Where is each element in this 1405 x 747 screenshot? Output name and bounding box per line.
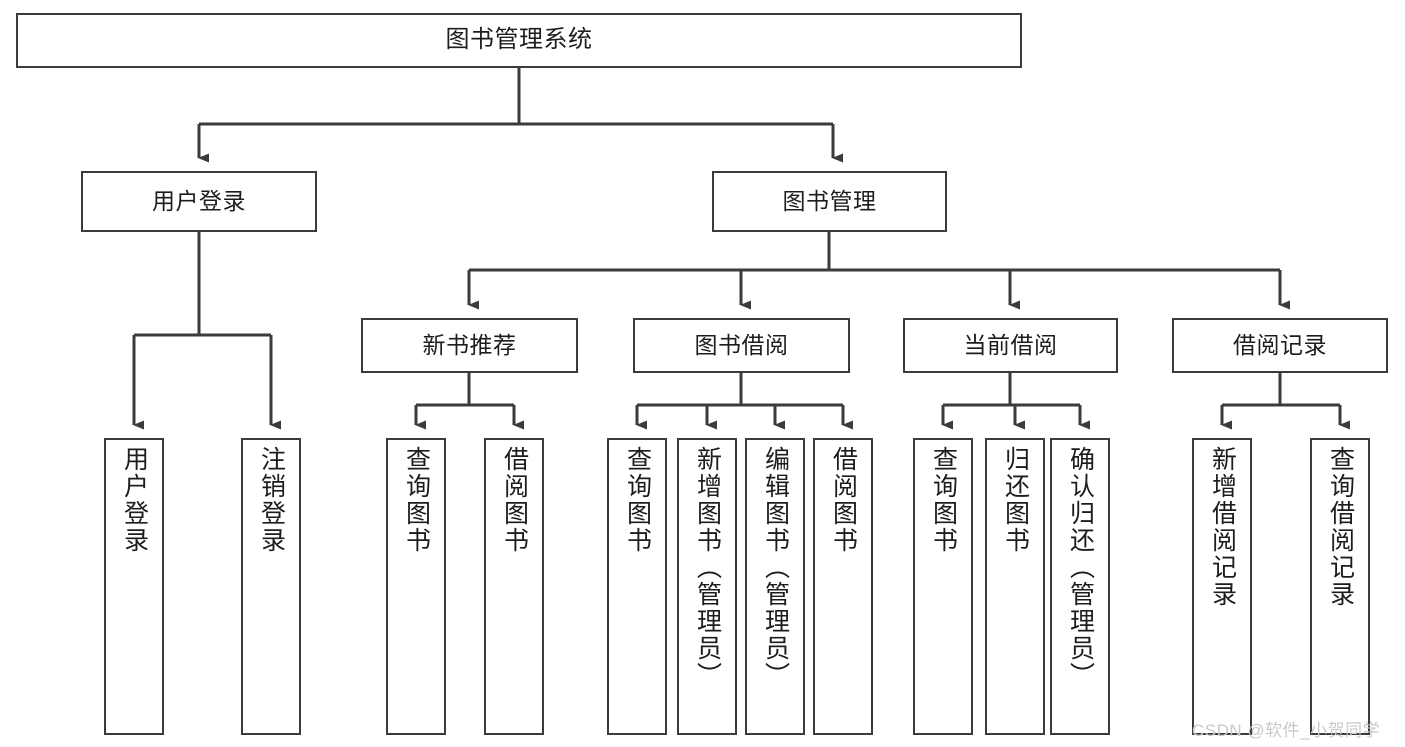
node-book-borrow[interactable]: 图书借阅 xyxy=(633,318,850,373)
node-leaf-query-book-2-label: 查询图书 xyxy=(623,446,652,554)
node-leaf-confirm-return[interactable]: 确认归还（管理员） xyxy=(1050,438,1110,735)
node-leaf-add-book-admin-label: 新增图书（管理员） xyxy=(693,446,722,689)
node-current-borrow[interactable]: 当前借阅 xyxy=(903,318,1118,373)
node-leaf-edit-book-admin[interactable]: 编辑图书（管理员） xyxy=(745,438,805,735)
node-root-label: 图书管理系统 xyxy=(445,26,593,54)
node-leaf-query-record[interactable]: 查询借阅记录 xyxy=(1310,438,1370,735)
node-leaf-query-book-1-label: 查询图书 xyxy=(402,446,431,554)
node-leaf-borrow-book-2-label: 借阅图书 xyxy=(829,446,858,554)
node-leaf-query-book-3-label: 查询图书 xyxy=(929,446,958,554)
node-leaf-query-record-label: 查询借阅记录 xyxy=(1326,446,1355,608)
node-leaf-query-book-1[interactable]: 查询图书 xyxy=(386,438,446,735)
node-borrow-record[interactable]: 借阅记录 xyxy=(1172,318,1388,373)
node-leaf-return-book-label: 归还图书 xyxy=(1001,446,1030,554)
node-leaf-query-book-2[interactable]: 查询图书 xyxy=(607,438,667,735)
node-leaf-borrow-book-1-label: 借阅图书 xyxy=(500,446,529,554)
node-borrow-record-label: 借阅记录 xyxy=(1233,331,1327,358)
node-leaf-user-login[interactable]: 用户登录 xyxy=(104,438,164,735)
node-leaf-add-record[interactable]: 新增借阅记录 xyxy=(1192,438,1252,735)
node-leaf-query-book-3[interactable]: 查询图书 xyxy=(913,438,973,735)
node-root[interactable]: 图书管理系统 xyxy=(16,13,1022,68)
node-leaf-user-logout[interactable]: 注销登录 xyxy=(241,438,301,735)
node-leaf-user-logout-label: 注销登录 xyxy=(257,446,286,554)
node-new-book-recommend[interactable]: 新书推荐 xyxy=(361,318,578,373)
node-book-borrow-label: 图书借阅 xyxy=(694,331,789,358)
node-leaf-edit-book-admin-label: 编辑图书（管理员） xyxy=(761,446,790,689)
node-leaf-borrow-book-1[interactable]: 借阅图书 xyxy=(484,438,544,735)
csdn-watermark: CSDN @软件_小贺同学 xyxy=(1192,721,1381,740)
node-book-manage-label: 图书管理 xyxy=(782,187,877,214)
node-leaf-confirm-return-label: 确认归还（管理员） xyxy=(1066,446,1095,689)
node-current-borrow-label: 当前借阅 xyxy=(963,331,1058,358)
node-book-manage[interactable]: 图书管理 xyxy=(712,171,947,232)
node-leaf-return-book[interactable]: 归还图书 xyxy=(985,438,1045,735)
node-new-book-recommend-label: 新书推荐 xyxy=(422,331,517,358)
node-leaf-user-login-label: 用户登录 xyxy=(120,446,149,554)
node-user-login[interactable]: 用户登录 xyxy=(81,171,317,232)
node-leaf-add-record-label: 新增借阅记录 xyxy=(1208,446,1237,608)
node-leaf-add-book-admin[interactable]: 新增图书（管理员） xyxy=(677,438,737,735)
node-leaf-borrow-book-2[interactable]: 借阅图书 xyxy=(813,438,873,735)
node-user-login-label: 用户登录 xyxy=(152,187,246,214)
